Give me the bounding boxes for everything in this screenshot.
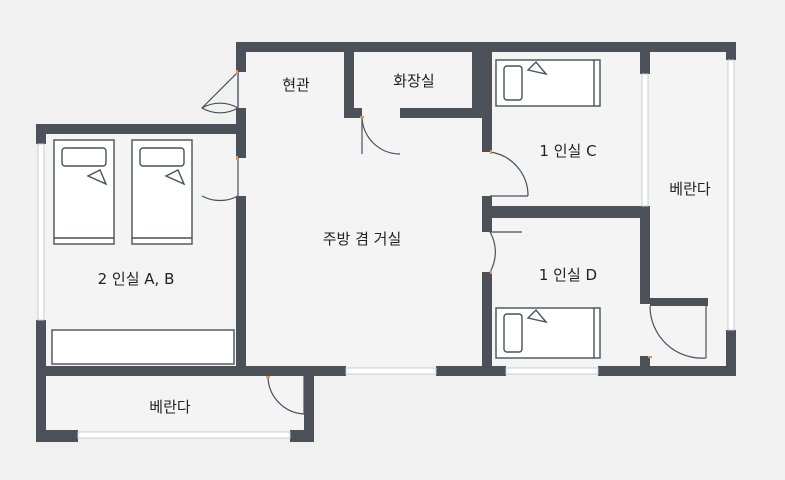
label-bathroom: 화장실 (393, 72, 434, 90)
desk-ab (51, 329, 235, 365)
label-living: 주방 겸 거실 (323, 230, 402, 248)
label-room-d: 1 인실 D (539, 266, 597, 284)
windows (37, 59, 735, 439)
bed-b (131, 139, 193, 245)
room-labels: 현관 화장실 1 인실 C 베란다 주방 겸 거실 2 인실 A, B 1 인실… (98, 72, 711, 416)
label-entrance: 현관 (282, 76, 310, 94)
walls (36, 42, 736, 442)
doors (201, 70, 707, 415)
bed-a (53, 139, 115, 245)
label-balcony-bottom: 베란다 (149, 398, 191, 416)
label-room-ab: 2 인실 A, B (98, 270, 175, 288)
label-room-c: 1 인실 C (539, 142, 596, 160)
bed-d (495, 307, 601, 359)
furniture (51, 59, 601, 365)
bed-c (495, 59, 601, 107)
label-balcony-right: 베란다 (669, 180, 711, 198)
